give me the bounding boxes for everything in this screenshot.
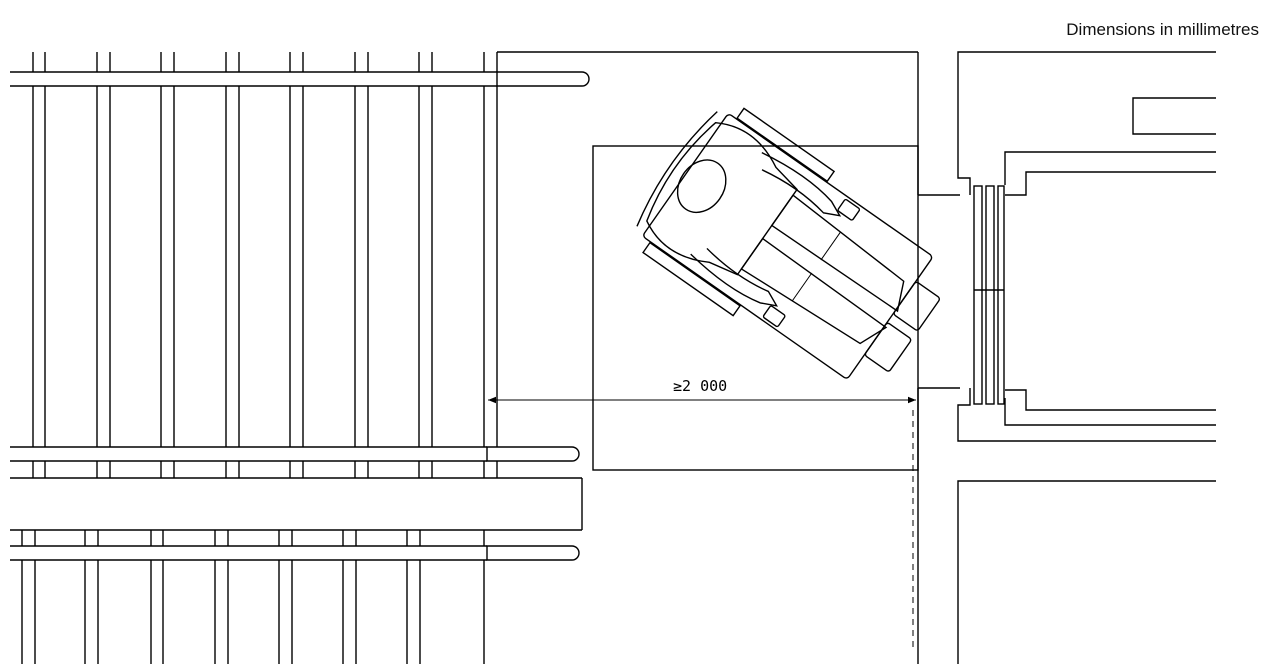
wheelchair-user-figure — [636, 107, 941, 379]
landing-wall — [497, 51, 960, 664]
dimensions-note: Dimensions in millimetres — [1066, 20, 1259, 39]
dimension-line: ≥2 000 — [488, 377, 916, 404]
mid-landing-slab — [10, 477, 583, 531]
wheelchair-turning-area — [592, 145, 919, 471]
upper-stair-flight — [10, 52, 498, 478]
upper-handrail — [496, 71, 590, 87]
lift-doors — [973, 185, 1005, 405]
dimension-label: ≥2 000 — [673, 377, 727, 395]
lower-stair-flight — [10, 530, 580, 664]
lift-shaft — [957, 51, 1216, 664]
lower-stair-treads — [21, 530, 485, 664]
middle-handrail — [486, 446, 580, 462]
upper-stair-treads — [32, 52, 498, 478]
